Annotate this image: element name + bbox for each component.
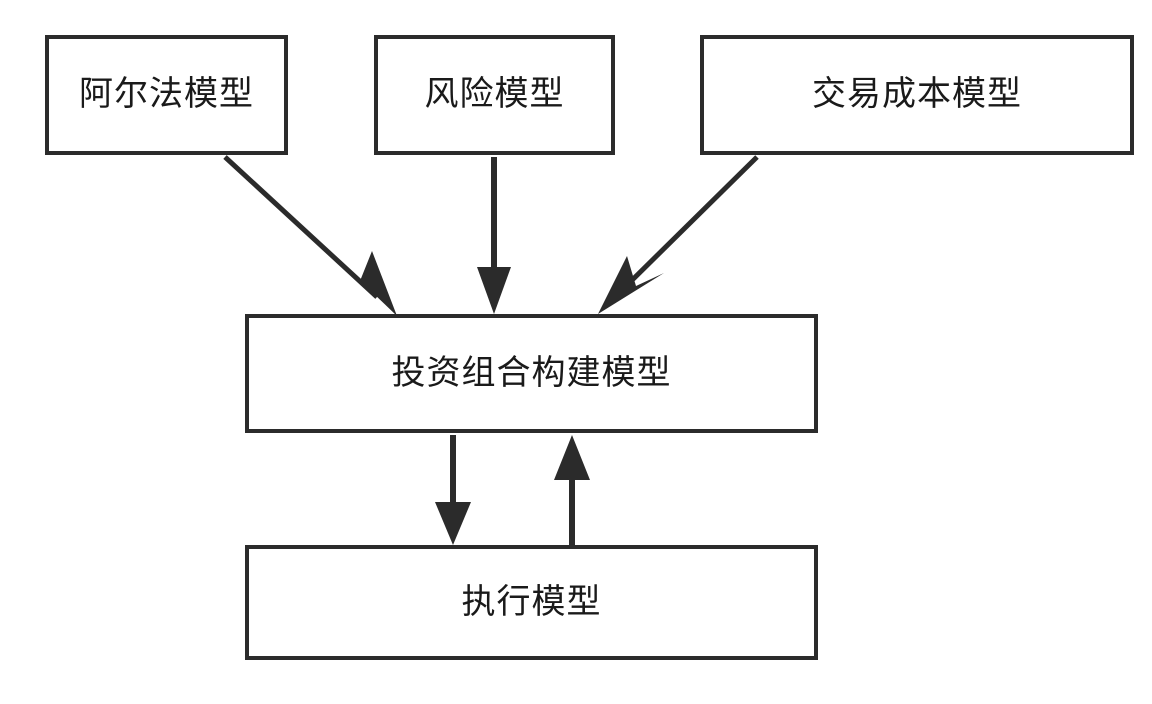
edge-execution-to-portfolio bbox=[554, 435, 590, 545]
arrowhead bbox=[598, 256, 664, 314]
edge-line bbox=[223, 155, 379, 299]
edge-line bbox=[618, 155, 759, 294]
node-label: 风险模型 bbox=[424, 74, 565, 115]
node-transaction-cost-model[interactable]: 交易成本模型 bbox=[700, 35, 1134, 155]
arrowhead bbox=[554, 435, 590, 480]
arrowhead bbox=[477, 267, 511, 314]
edge-portfolio-to-execution bbox=[435, 435, 471, 545]
node-risk-model[interactable]: 风险模型 bbox=[374, 35, 615, 155]
node-alpha-model[interactable]: 阿尔法模型 bbox=[45, 35, 288, 155]
node-execution-model[interactable]: 执行模型 bbox=[245, 545, 818, 660]
node-portfolio-construction-model[interactable]: 投资组合构建模型 bbox=[245, 314, 818, 433]
node-label: 交易成本模型 bbox=[812, 74, 1022, 115]
arrowhead bbox=[345, 251, 397, 316]
edge-alpha-to-portfolio bbox=[223, 155, 397, 316]
node-label: 阿尔法模型 bbox=[79, 74, 254, 115]
edge-transaction-cost-to-portfolio bbox=[598, 155, 759, 314]
node-label: 执行模型 bbox=[461, 581, 602, 622]
arrowhead bbox=[435, 502, 471, 545]
edge-risk-to-portfolio bbox=[477, 157, 511, 314]
node-label: 投资组合构建模型 bbox=[391, 352, 672, 393]
